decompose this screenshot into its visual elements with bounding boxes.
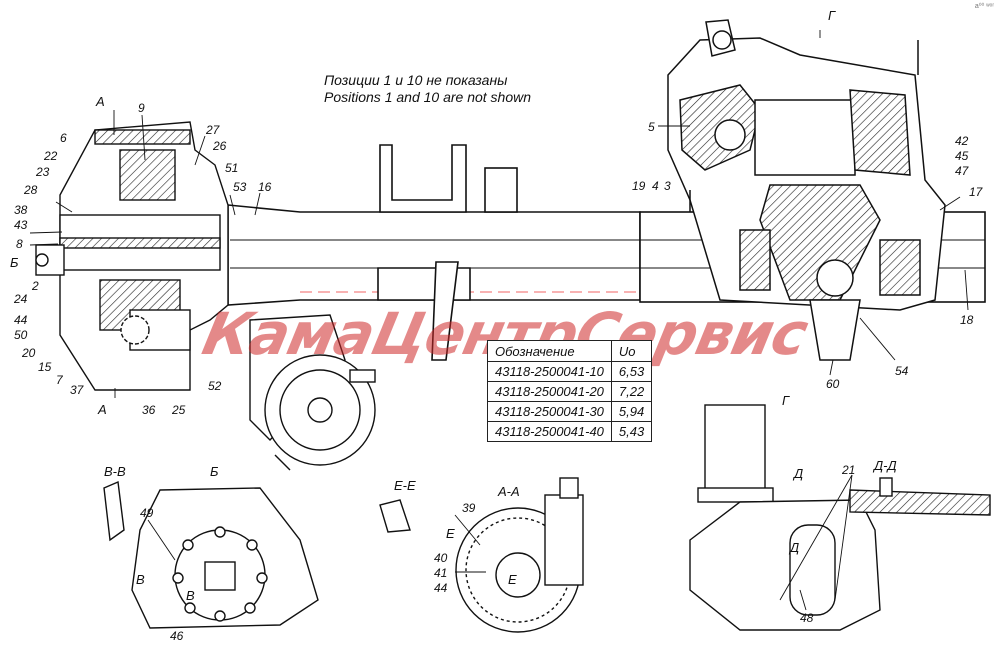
callout: 2 [31,279,39,293]
callout: 44 [434,581,448,595]
corner-mark: а⁰⁰ ʷᵒʳ [974,3,994,10]
brake-assembly-view [249,314,376,471]
callout: 39 [462,501,476,515]
table-row: 43118-2500041-30 5,94 [487,401,653,422]
table-row: 43118-2500041-20 7,22 [487,381,653,402]
callout: 28 [23,183,38,197]
callout: 50 [14,328,28,342]
gear-ratio-table: Обозначение Uo 43118-2500041-10 6,53 431… [487,340,653,442]
leader-lines [29,30,969,611]
cell-ratio: 7,22 [610,381,653,402]
callout: 22 [43,149,58,163]
callout: 6 [60,131,67,145]
callout: 15 [38,360,52,374]
cell-designation: 43118-2500041-10 [487,361,612,382]
callouts: 9 6 27 26 51 53 16 22 23 28 38 43 8 2 24… [13,101,984,643]
callout: 26 [212,139,227,153]
header-designation: Обозначение [487,340,612,362]
callout: 54 [895,364,909,378]
callout: 38 [14,203,28,217]
callout: 23 [35,165,50,179]
callout: 3 [664,179,671,193]
callout: 52 [208,379,222,393]
positions-note: Позиции 1 и 10 не показаны Positions 1 a… [324,72,531,106]
callout: 53 [233,180,247,194]
callout: 51 [225,161,238,175]
cell-ratio: 5,94 [610,401,653,422]
header-ratio: Uo [610,340,653,362]
view-title: Б [210,464,219,479]
callout: 4 [652,179,659,193]
view-title: В-В [104,464,126,479]
callout: 44 [14,313,28,327]
cell-designation: 43118-2500041-30 [487,401,612,422]
callout: 46 [170,629,184,643]
table-row: 43118-2500041-10 6,53 [487,361,653,382]
section-mark: В [186,588,195,603]
callout: 43 [14,218,28,232]
callout: 21 [841,463,855,477]
section-mark: Е [446,526,455,541]
cell-ratio: 6,53 [610,361,653,382]
view-title: Е-Е [394,478,416,493]
callout: 20 [21,346,36,360]
differential-housing [667,19,946,361]
section-mark: В [136,572,145,587]
callout: 27 [205,123,221,137]
table-header-row: Обозначение Uo [487,340,653,362]
callout: 48 [800,611,814,625]
view-title: Г [782,393,790,408]
cell-designation: 43118-2500041-20 [487,381,612,402]
callout: 8 [16,237,23,251]
section-labels: А А Б Г В-В Б Е-Е А-А Г Д-Д Д Д В В Е Е [10,8,897,603]
view-AA-brake [379,477,584,633]
callout: 36 [142,403,156,417]
section-mark: Д [792,466,803,481]
callout: 42 [955,134,969,148]
table-row: 43118-2500041-40 5,43 [487,421,653,442]
note-line-en: Positions 1 and 10 are not shown [324,89,532,105]
view-G-housing [689,404,991,631]
section-mark: А [97,402,107,417]
section-mark: Д [788,540,799,555]
cell-ratio: 5,43 [610,421,653,442]
callout: 24 [13,292,28,306]
callout: 25 [171,403,186,417]
callout: 37 [70,383,85,397]
callout: 7 [56,373,64,387]
note-line-ru: Позиции 1 и 10 не показаны [324,72,508,88]
callout: 17 [969,185,984,199]
section-mark: Б [10,255,19,270]
callout: 45 [955,149,969,163]
view-title: А-А [497,484,520,499]
callout: 49 [140,506,154,520]
section-mark: Е [508,572,517,587]
view-title: Д-Д [872,458,897,473]
section-mark: Г [828,8,836,23]
view-B-flange [103,480,319,629]
callout: 18 [960,313,974,327]
callout: 9 [138,101,145,115]
callout: 19 [632,179,646,193]
callout: 47 [955,164,970,178]
callout: 41 [434,566,447,580]
callout: 5 [648,120,655,134]
callout: 60 [826,377,840,391]
callout: 40 [434,551,448,565]
wheel-hub-section [35,121,229,391]
callout: 16 [258,180,272,194]
section-mark: А [95,94,105,109]
cell-designation: 43118-2500041-40 [487,421,612,442]
